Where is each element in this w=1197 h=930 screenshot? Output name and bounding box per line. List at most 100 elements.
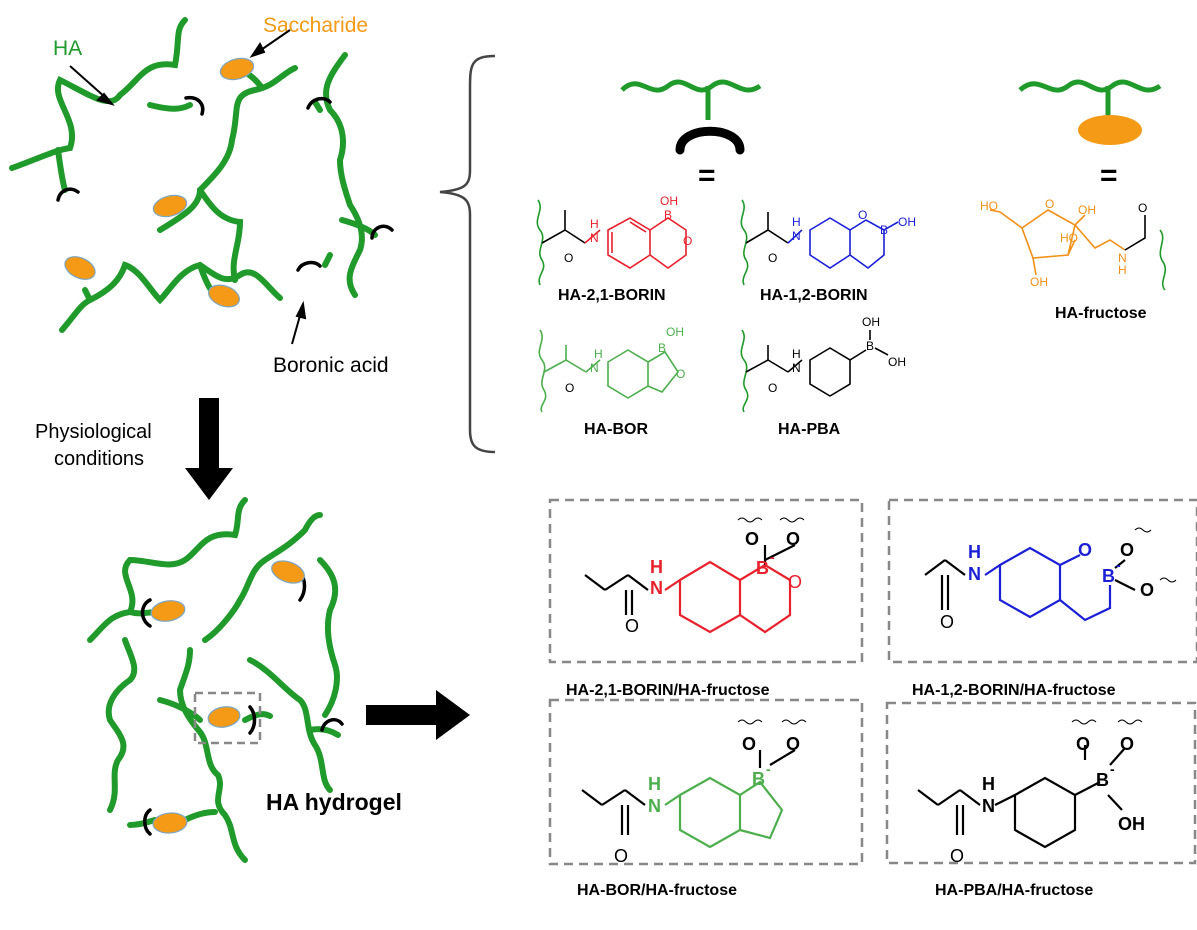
ha-chain bbox=[176, 647, 248, 863]
atom-o: O bbox=[940, 612, 954, 632]
atom-oh: OH bbox=[1118, 814, 1145, 834]
complex-boxes bbox=[548, 498, 1197, 866]
ha-chain bbox=[247, 657, 333, 793]
atom-oh: OH bbox=[1030, 275, 1048, 289]
boronic-acid-cap bbox=[184, 95, 205, 116]
atom-o: O bbox=[683, 234, 692, 248]
atom-minus: - bbox=[770, 549, 775, 565]
ha-chain bbox=[202, 512, 323, 643]
label-ha-fructose: HA-fructose bbox=[1055, 305, 1147, 322]
atom-o: O bbox=[1045, 197, 1054, 211]
atom-h: H bbox=[590, 217, 599, 231]
atom-n: N bbox=[982, 796, 995, 816]
wavy-attachments bbox=[737, 517, 1177, 725]
label-complex-2: HA-1,2-BORIN/HA-fructose bbox=[912, 682, 1116, 699]
saccharide-ellipse bbox=[207, 284, 241, 308]
atom-oh: OH bbox=[666, 325, 684, 339]
atom-o: O bbox=[1120, 540, 1134, 560]
boronic-acid-cap bbox=[320, 718, 344, 732]
boronic-acid-caps-top bbox=[56, 95, 394, 272]
atom-h: H bbox=[648, 774, 661, 794]
structure-ha-fructose bbox=[989, 209, 1167, 291]
atom-o: O bbox=[950, 846, 964, 866]
saccharide-cartoon bbox=[1018, 79, 1162, 145]
atom-h: H bbox=[792, 347, 801, 361]
atom-n: N bbox=[648, 796, 661, 816]
atom-n: N bbox=[650, 578, 663, 598]
atom-b: B bbox=[866, 339, 874, 353]
label-boronic-acid: Boronic acid bbox=[273, 354, 389, 377]
atom-oh: OH bbox=[1078, 203, 1096, 217]
complex-structure-3 bbox=[581, 749, 796, 849]
label-complex-1: HA-2,1-BORIN/HA-fructose bbox=[566, 682, 770, 699]
saccharide-ellipse bbox=[152, 812, 188, 834]
boronic-acid-cap bbox=[248, 705, 257, 735]
label-ha-bor: HA-BOR bbox=[584, 421, 648, 438]
down-arrow bbox=[185, 398, 233, 500]
atom-h: H bbox=[982, 774, 995, 794]
right-arrow bbox=[366, 690, 470, 740]
boronic-acid-cap bbox=[296, 260, 322, 272]
atom-minus: - bbox=[1116, 557, 1121, 573]
structure-ha-bor bbox=[538, 329, 679, 413]
label-physiological: Physiological bbox=[35, 421, 152, 443]
atom-o: O bbox=[614, 846, 628, 866]
atom-n: N bbox=[792, 229, 801, 243]
label-ha-pba: HA-PBA bbox=[778, 421, 841, 438]
atom-minus: - bbox=[1110, 761, 1115, 777]
atom-o: O bbox=[742, 734, 756, 754]
atom-h: H bbox=[968, 542, 981, 562]
label-hydrogel: HA hydrogel bbox=[266, 789, 402, 815]
complex-box-3 bbox=[548, 698, 864, 866]
equals-sign: = bbox=[698, 159, 716, 192]
complex-box-2 bbox=[887, 498, 1197, 664]
saccharide-ellipse bbox=[207, 706, 241, 728]
saccharide-ellipse bbox=[219, 57, 255, 81]
boronic-acid-cartoon bbox=[620, 79, 762, 155]
atom-h: H bbox=[792, 215, 801, 229]
structure-ha-pba bbox=[740, 329, 889, 413]
ha-chain bbox=[323, 52, 365, 298]
atom-oh: OH bbox=[862, 315, 880, 329]
saccharide-ellipse bbox=[271, 560, 305, 584]
label-saccharide: Saccharide bbox=[263, 14, 368, 37]
atom-o: O bbox=[1138, 201, 1147, 215]
atom-o: O bbox=[564, 251, 573, 265]
complex-structure-2 bbox=[924, 546, 1136, 622]
annotation-arrows bbox=[69, 29, 307, 345]
atom-o: O bbox=[768, 381, 777, 395]
saccharides-bottom bbox=[150, 560, 305, 834]
equals-sign: = bbox=[1100, 159, 1118, 192]
zoom-box bbox=[193, 691, 262, 745]
label-ha: HA bbox=[53, 37, 82, 60]
atom-oh: OH bbox=[888, 355, 906, 369]
atom-o: O bbox=[858, 208, 867, 222]
atom-o: O bbox=[1076, 734, 1090, 754]
atom-minus: - bbox=[766, 761, 771, 777]
atom-n: N bbox=[792, 361, 801, 375]
structure-ha-1-2-borin bbox=[740, 199, 899, 286]
atom-n: N bbox=[590, 361, 599, 375]
atom-n: N bbox=[968, 564, 981, 584]
atom-ho: HO bbox=[980, 199, 998, 213]
atom-h: H bbox=[594, 347, 603, 361]
boronic-acid-cap bbox=[56, 187, 80, 202]
atom-n: N bbox=[1118, 251, 1127, 265]
curly-brace bbox=[439, 54, 496, 454]
atom-oh: OH bbox=[898, 215, 916, 229]
atom-ho: HO bbox=[1060, 231, 1078, 245]
atom-o: O bbox=[625, 616, 639, 636]
atom-b: B bbox=[880, 223, 888, 237]
label-ha-1-2-borin: HA-1,2-BORIN bbox=[760, 287, 868, 304]
atom-b-minus: B bbox=[752, 769, 765, 789]
atom-o: O bbox=[788, 572, 802, 592]
complex-box-1 bbox=[548, 498, 864, 664]
label-complex-3: HA-BOR/HA-fructose bbox=[577, 882, 737, 899]
ha-network-bottom bbox=[87, 497, 341, 863]
saccharide-ellipse bbox=[150, 600, 186, 622]
atom-oh: OH bbox=[660, 194, 678, 208]
label-complex-4: HA-PBA/HA-fructose bbox=[935, 882, 1093, 899]
atom-o: O bbox=[786, 529, 800, 549]
structure-ha-2-1-borin bbox=[536, 199, 687, 286]
